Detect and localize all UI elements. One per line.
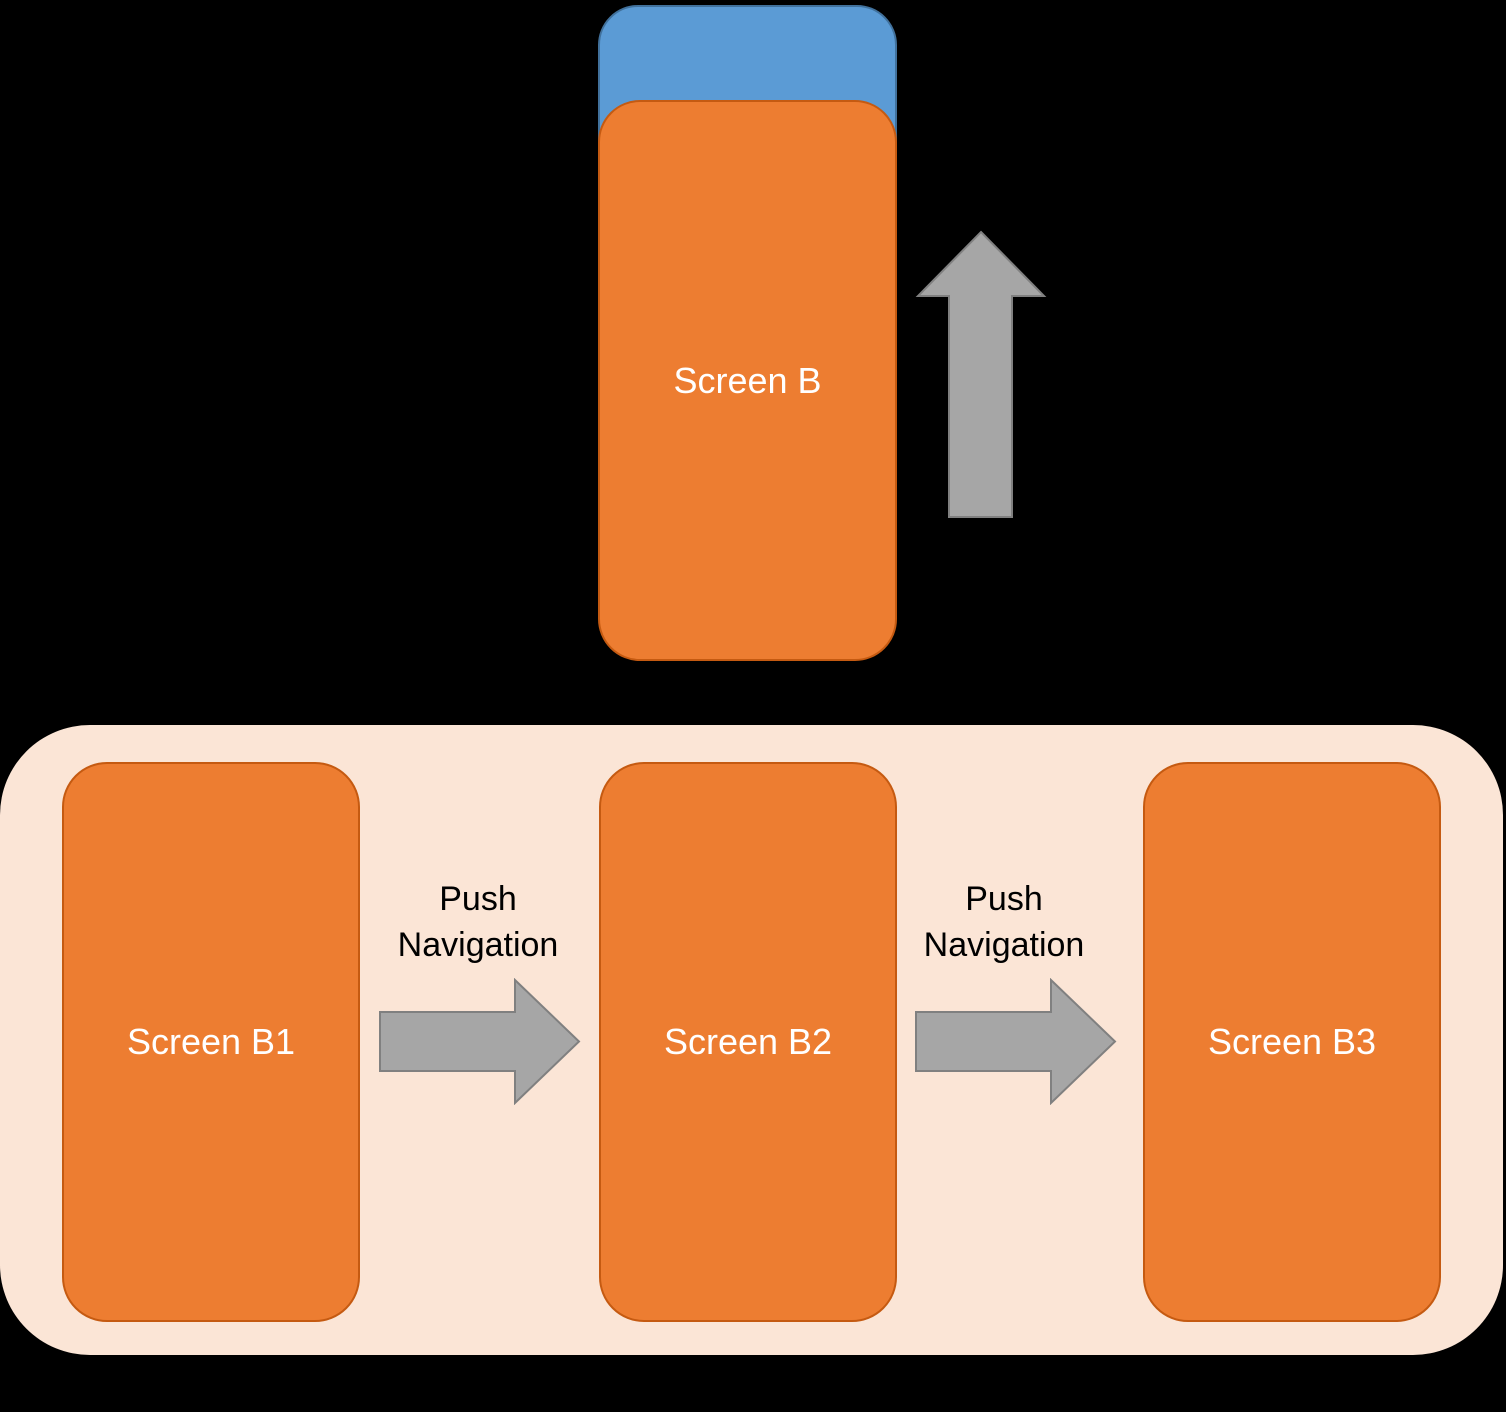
screen-b1-label: Screen B1 <box>126 1021 296 1063</box>
screen-b2-card: Screen B2 <box>599 762 897 1322</box>
screen-b-label: Screen B <box>673 359 822 401</box>
slide-up-arrow-icon <box>915 230 1047 518</box>
screen-b3-label: Screen B3 <box>1207 1021 1377 1063</box>
push-navigation-caption: Push Navigation <box>397 880 559 964</box>
screen-b1-card: Screen B1 <box>62 762 360 1322</box>
push-navigation-caption: Push Navigation <box>923 880 1085 964</box>
push-navigation-arrow-icon <box>379 978 581 1105</box>
push-navigation-arrow-icon <box>915 978 1117 1105</box>
screen-b3-card: Screen B3 <box>1143 762 1441 1322</box>
screen-b-card: Screen B <box>598 100 897 661</box>
screen-b2-label: Screen B2 <box>663 1021 833 1063</box>
